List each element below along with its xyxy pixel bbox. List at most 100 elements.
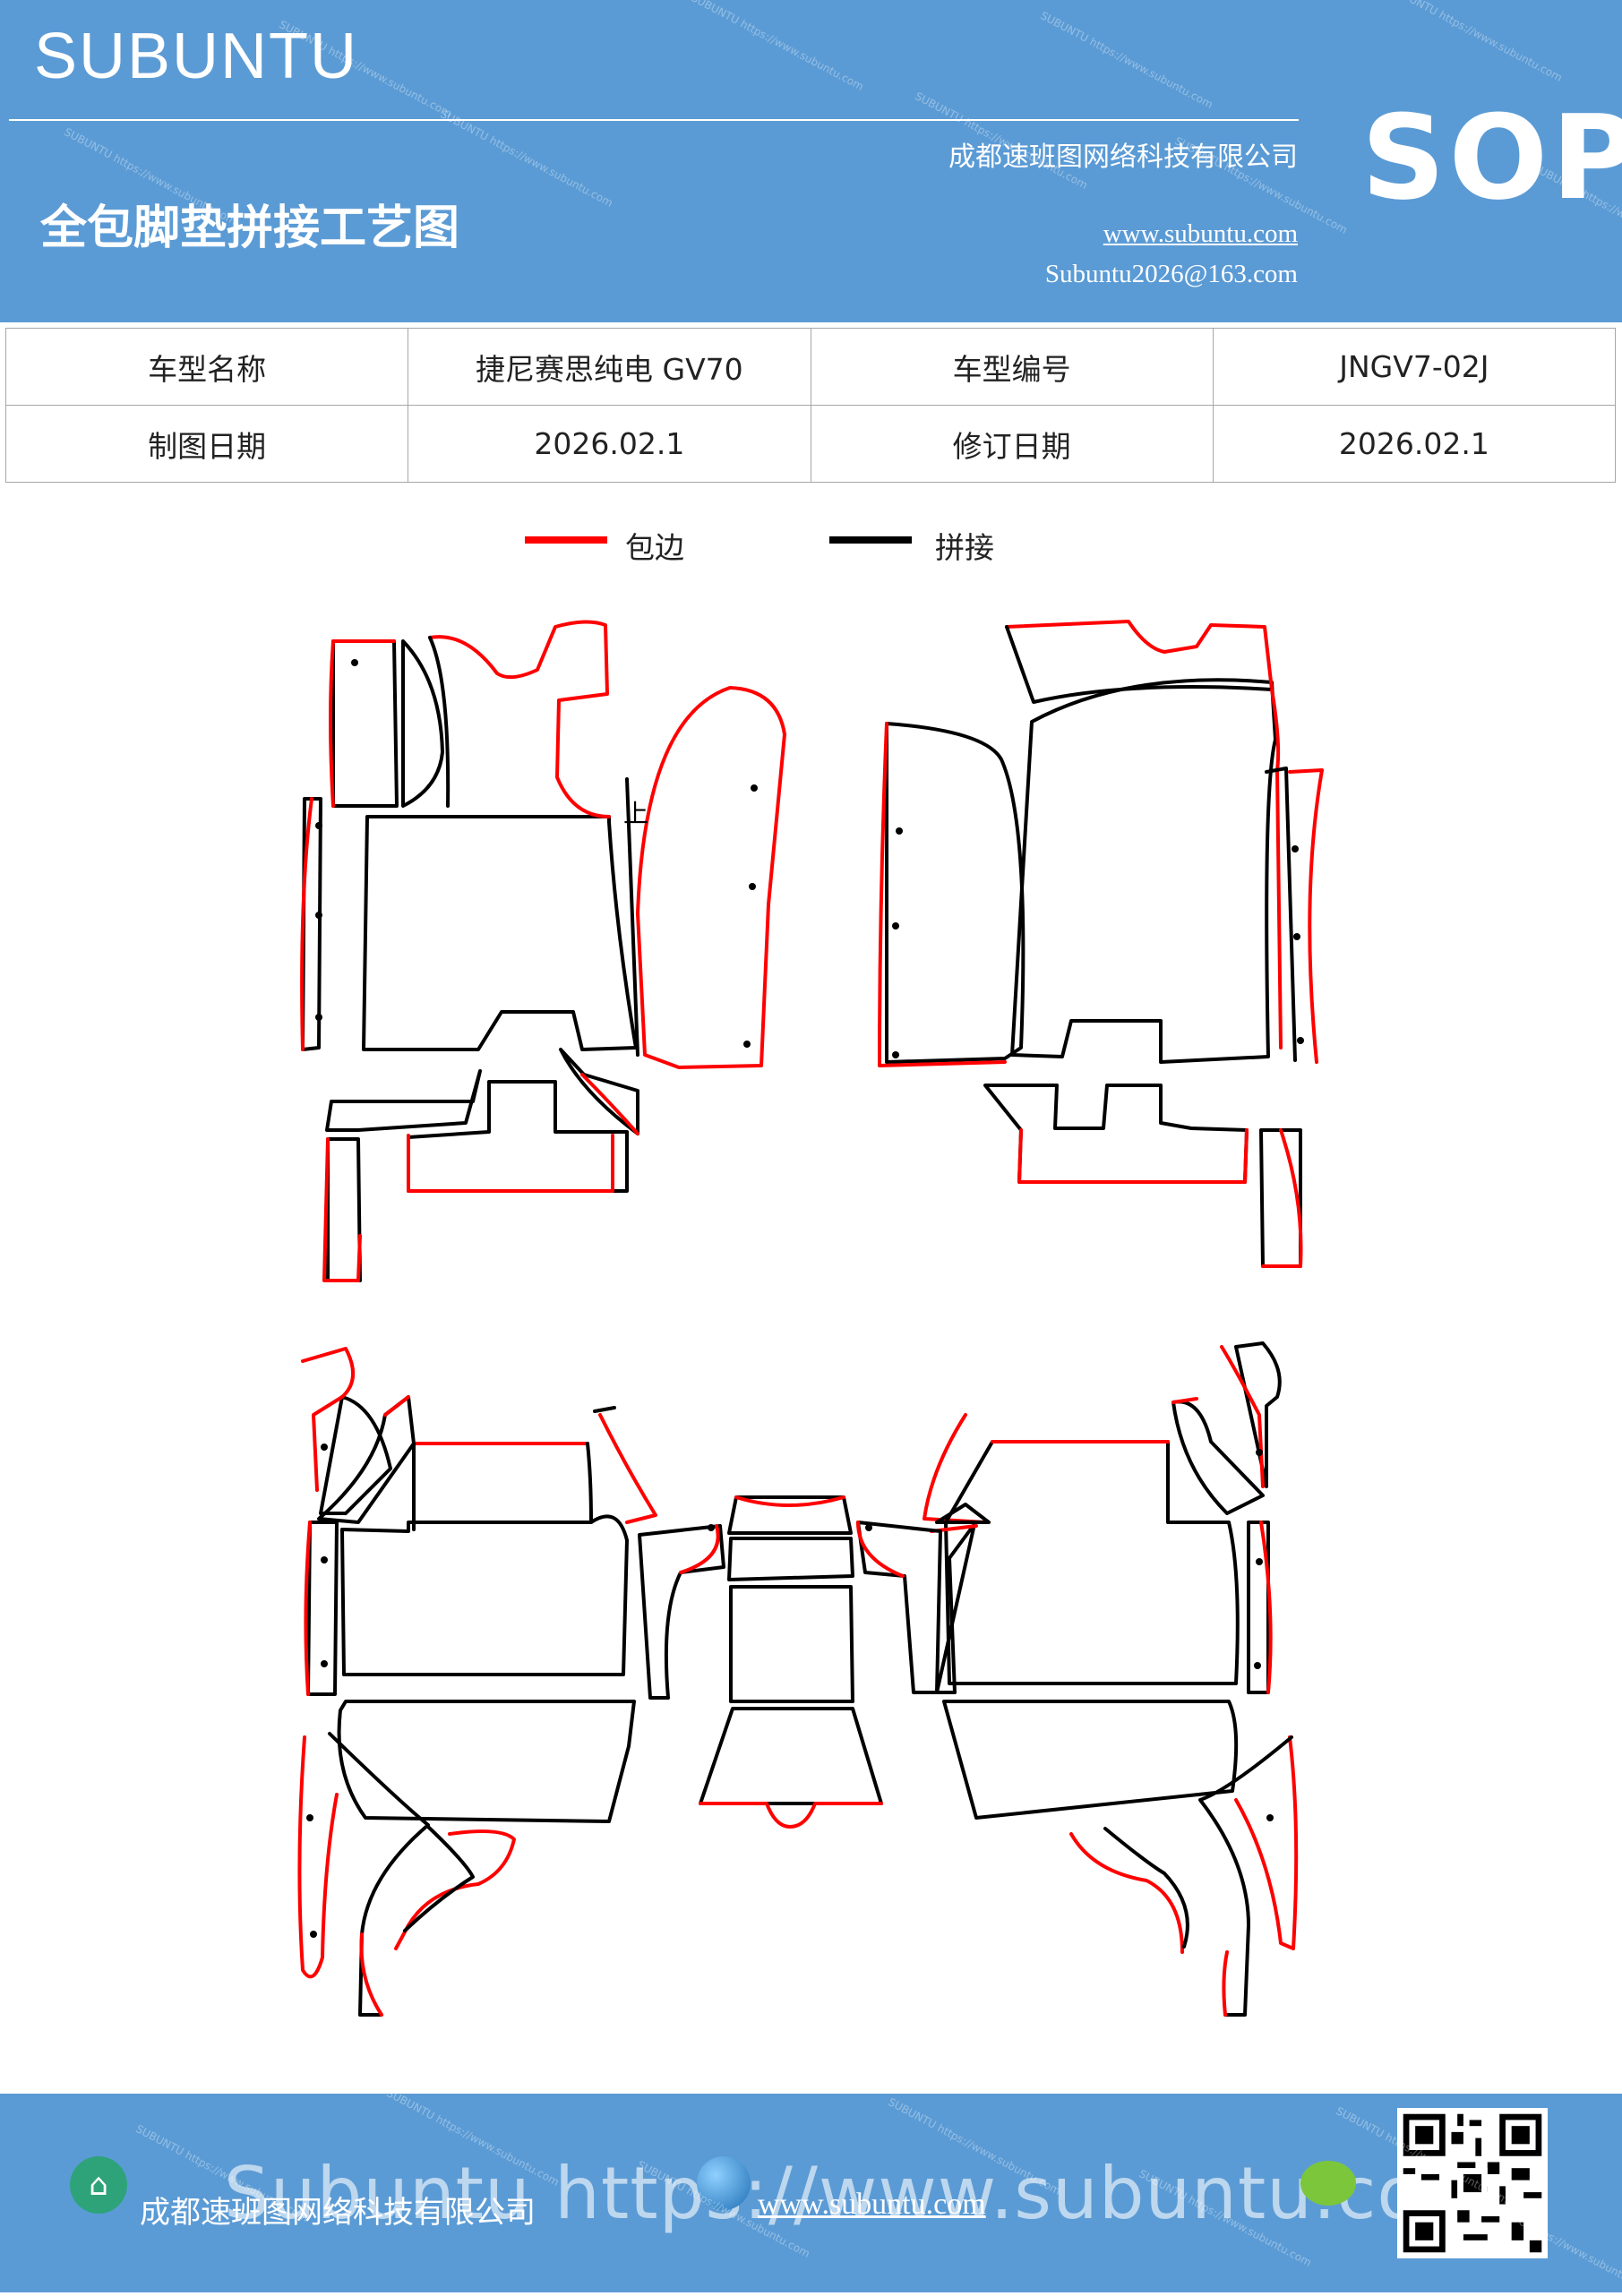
seam-line: [1010, 678, 1277, 1064]
mounting-point: [315, 912, 322, 919]
seam-line: [1265, 767, 1297, 1062]
edge-binding-line: [1234, 1735, 1299, 1950]
seam-line: [401, 639, 444, 808]
edge-binding-line: [734, 1495, 845, 1507]
email-address: Subuntu2026@163.com: [1044, 260, 1298, 288]
edge-binding-line: [383, 1395, 410, 1417]
seam-line: [331, 639, 399, 808]
footer-watermark-overlay: Subuntu https://www.subuntu.com: [224, 2152, 1493, 2235]
edge-binding-line: [1261, 1128, 1303, 1268]
mounting-point: [306, 1814, 313, 1821]
edge-binding-line: [1005, 620, 1274, 691]
seam-line: [856, 1521, 942, 1694]
edge-binding-line: [300, 797, 313, 1051]
floor-mat-diagram: 上: [297, 620, 1324, 2017]
edge-binding-line: [699, 1802, 883, 1829]
mounting-point: [1256, 1558, 1263, 1565]
table-row: 制图日期 2026.02.1 修订日期 2026.02.1: [4, 405, 1617, 483]
seam-line: [362, 815, 638, 1051]
edge-binding-line: [856, 1521, 905, 1578]
seam-line: [1103, 1827, 1189, 1949]
revision-date-value: 2026.02.1: [1212, 405, 1617, 483]
model-name-label: 车型名称: [4, 328, 409, 406]
edge-binding-line: [1171, 1397, 1198, 1404]
mounting-point: [351, 659, 358, 666]
seam-line: [638, 1524, 725, 1700]
edge-binding-line: [359, 1932, 383, 2017]
mounting-point: [315, 822, 322, 829]
edge-binding-line: [1259, 1521, 1273, 1694]
seam-line: [559, 1048, 639, 1135]
mounting-point: [896, 827, 903, 835]
legend: 包边 拼接: [0, 524, 1622, 569]
mounting-point: [892, 1051, 899, 1058]
edge-binding-line: [1069, 1832, 1184, 1954]
rear-center-mat-group: [699, 1495, 883, 1829]
edge-binding-line: [407, 1134, 614, 1193]
edge-binding-line: [297, 1735, 339, 1979]
edge-binding-line: [923, 1413, 987, 1524]
mounting-point: [865, 1524, 872, 1531]
seam-line: [326, 1137, 362, 1282]
seam-line: [983, 1084, 1249, 1184]
rear-left-mat-group: [297, 1347, 725, 2017]
seam-line: [319, 1395, 392, 1515]
mounting-point: [749, 883, 756, 890]
edge-binding-line: [1220, 1345, 1265, 1488]
building-icon: ⌂: [70, 2156, 127, 2214]
footer-company-name: 成都速班图网络科技有限公司: [140, 2195, 536, 2231]
seam-line: [337, 1700, 636, 1823]
mounting-point: [892, 922, 899, 930]
footer-website-link[interactable]: www.subuntu.com: [758, 2188, 986, 2221]
mounting-point: [315, 1014, 322, 1021]
revision-date-label: 修订日期: [810, 405, 1214, 483]
table-row: 车型名称 捷尼赛思纯电 GV70 车型编号 JNGV7-02J: [4, 328, 1617, 406]
edge-binding-line: [301, 1347, 355, 1492]
seam-line: [301, 797, 322, 1051]
mounting-point: [1254, 1662, 1261, 1669]
seam-line: [625, 777, 639, 1057]
website-link[interactable]: www.subuntu.com: [1103, 219, 1298, 248]
mounting-point: [1293, 933, 1300, 940]
seam-line: [593, 1406, 616, 1413]
edge-binding-line: [580, 1073, 639, 1135]
edge-binding-line: [1222, 1950, 1229, 2017]
qr-code: [1397, 2108, 1548, 2258]
model-code-value: JNGV7-02J: [1212, 328, 1617, 406]
seam-line: [306, 1521, 339, 1696]
edge-binding-line: [1017, 1128, 1249, 1184]
edge-binding-line: [636, 686, 786, 1069]
seam-line: [885, 722, 1026, 1064]
chat-icon[interactable]: [1300, 2161, 1356, 2206]
seam-line: [699, 1707, 883, 1805]
mounting-point: [321, 1660, 328, 1667]
seam-line: [407, 1080, 629, 1193]
model-info-table: 车型名称 捷尼赛思纯电 GV70 车型编号 JNGV7-02J 制图日期 202…: [4, 328, 1617, 483]
seam-line: [727, 1495, 853, 1535]
seam-line: [1198, 1735, 1293, 2017]
seam-line: [942, 1700, 1239, 1820]
document-title: 全包脚垫拼接工艺图: [40, 201, 460, 255]
mounting-point: [1256, 1449, 1263, 1456]
seam-line: [317, 1395, 416, 1524]
header-banner: SUBUNTU 成都速班图网络科技有限公司 全包脚垫拼接工艺图 www.subu…: [0, 0, 1622, 322]
company-name: 成都速班图网络科技有限公司: [948, 141, 1298, 173]
seam-line: [412, 1442, 593, 1531]
edge-legend-swatch: [525, 536, 607, 544]
seam-line: [1259, 1128, 1302, 1268]
edge-binding-line: [598, 1413, 657, 1524]
header-divider: [9, 119, 1299, 121]
up-direction-marker: 上: [623, 799, 648, 828]
seam-line: [729, 1585, 854, 1703]
seam-legend-swatch: [829, 536, 912, 544]
seam-line: [340, 1514, 629, 1676]
mounting-point: [751, 784, 758, 792]
seam-line: [727, 1537, 854, 1581]
seam-line: [1234, 1341, 1282, 1488]
edge-binding-line: [394, 1829, 516, 1950]
edge-binding-line: [304, 1521, 312, 1696]
edge-binding-line: [322, 1137, 362, 1282]
drawing-date-value: 2026.02.1: [408, 405, 811, 483]
seam-line: [944, 1440, 1240, 1685]
brand-logo-text: SUBUNTU: [34, 21, 359, 92]
